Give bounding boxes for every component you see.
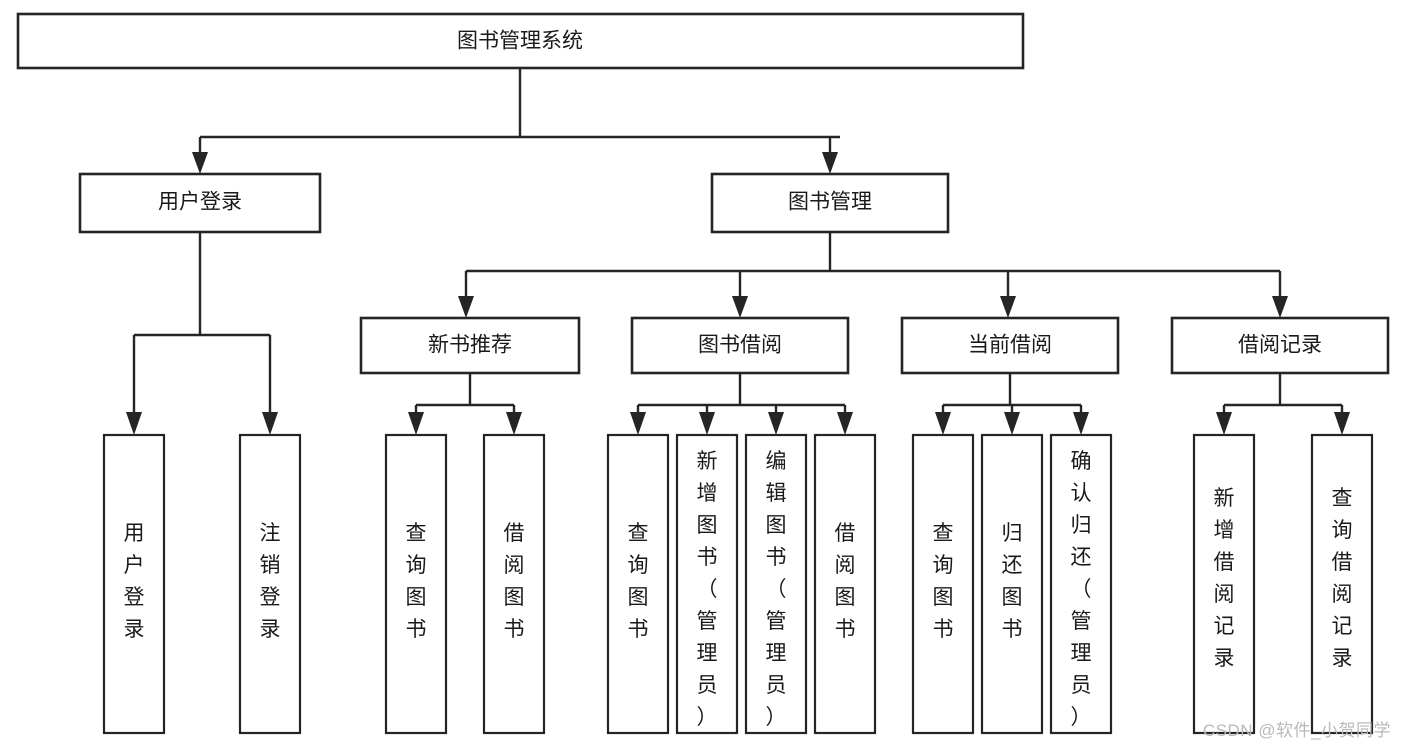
node-new-book-recommend-label: 新书推荐 [428,334,512,357]
node-current-borrow[interactable]: 当前借阅 [900,316,1120,375]
node-user-login[interactable]: 用户登录 [78,172,322,234]
node-leaf-add-book-admin-box[interactable] [675,433,739,735]
node-leaf-query-book-recommend[interactable]: 查询图书 [384,433,448,735]
arrowhead-leaf-borrow-book-recommend [506,412,522,435]
node-leaf-confirm-return-admin-box[interactable] [1049,433,1113,735]
node-book-management[interactable]: 图书管理 [710,172,950,234]
arrowhead-current-borrow [1000,296,1016,318]
arrowhead-leaf-return-book [1004,412,1020,435]
node-current-borrow-label: 当前借阅 [968,334,1052,357]
arrowhead-book-borrow [732,296,748,318]
node-book-management-box[interactable] [710,172,950,234]
arrowhead-leaf-logout [262,412,278,435]
edges-layer [126,68,1350,435]
node-leaf-logout[interactable]: 注销登录 [238,433,302,735]
node-leaf-add-borrow-record[interactable]: 新增借阅记录 [1192,433,1256,735]
node-new-book-recommend-box[interactable] [359,316,581,375]
node-leaf-confirm-return-admin[interactable]: 确认归还（管理员） [1049,433,1113,735]
node-leaf-add-book-admin-label: 新增图书（管理员） [697,450,718,729]
arrowhead-book-management [822,152,838,174]
node-leaf-borrow-book[interactable]: 借阅图书 [813,433,877,735]
node-leaf-query-borrow-record[interactable]: 查询借阅记录 [1310,433,1374,735]
node-book-management-label: 图书管理 [788,191,872,214]
node-leaf-return-book-box[interactable] [980,433,1044,735]
node-borrow-records[interactable]: 借阅记录 [1170,316,1390,375]
arrowhead-leaf-query-book-recommend [408,412,424,435]
node-user-login-box[interactable] [78,172,322,234]
arrowhead-new-book-recommend [458,296,474,318]
node-leaf-confirm-return-admin-label: 确认归还（管理员） [1071,450,1092,729]
csdn-watermark: CSDN @软件_小贺同学 [1202,721,1391,740]
node-leaf-borrow-book-box[interactable] [813,433,877,735]
node-leaf-query-book-borrow-label: 查询图书 [628,522,649,641]
node-leaf-query-book-recommend-label: 查询图书 [406,522,427,641]
node-current-borrow-box[interactable] [900,316,1120,375]
arrowhead-leaf-add-borrow-record [1216,412,1232,435]
node-leaf-query-book-borrow-box[interactable] [606,433,670,735]
node-leaf-query-book-recommend-box[interactable] [384,433,448,735]
node-book-borrow-box[interactable] [630,316,850,375]
node-leaf-logout-box[interactable] [238,433,302,735]
node-leaf-borrow-book-recommend-box[interactable] [482,433,546,735]
arrowhead-leaf-borrow-book [837,412,853,435]
node-leaf-query-book-borrow[interactable]: 查询图书 [606,433,670,735]
arrowhead-leaf-query-borrow-record [1334,412,1350,435]
arrowhead-leaf-confirm-return-admin [1073,412,1089,435]
node-leaf-query-borrow-record-box[interactable] [1310,433,1374,735]
node-leaf-user-login[interactable]: 用户登录 [102,433,166,735]
arrowhead-user-login [192,152,208,174]
node-leaf-add-borrow-record-label: 新增借阅记录 [1214,487,1235,670]
node-leaf-edit-book-admin-label: 编辑图书（管理员） [766,450,787,729]
node-user-login-label: 用户登录 [158,191,242,214]
nodes-layer: 图书管理系统 用户登录 图书管理 新书推荐 图书借阅 [16,12,1390,735]
node-leaf-query-book-current-label: 查询图书 [933,522,954,641]
arrowhead-leaf-edit-book-admin [768,412,784,435]
node-leaf-add-borrow-record-box[interactable] [1192,433,1256,735]
node-leaf-query-book-current-box[interactable] [911,433,975,735]
node-borrow-records-box[interactable] [1170,316,1390,375]
node-leaf-query-book-current[interactable]: 查询图书 [911,433,975,735]
node-leaf-borrow-book-recommend-label: 借阅图书 [504,522,525,641]
node-leaf-borrow-book-recommend[interactable]: 借阅图书 [482,433,546,735]
node-borrow-records-label: 借阅记录 [1238,334,1322,357]
node-book-borrow[interactable]: 图书借阅 [630,316,850,375]
node-root-box[interactable] [16,12,1025,70]
node-root[interactable]: 图书管理系统 [16,12,1025,70]
node-new-book-recommend[interactable]: 新书推荐 [359,316,581,375]
node-leaf-logout-label: 注销登录 [260,522,281,641]
arrowhead-leaf-query-book-current [935,412,951,435]
node-leaf-user-login-box[interactable] [102,433,166,735]
node-leaf-borrow-book-label: 借阅图书 [835,522,856,641]
arrowhead-leaf-user-login [126,412,142,435]
node-leaf-return-book[interactable]: 归还图书 [980,433,1044,735]
node-leaf-return-book-label: 归还图书 [1002,522,1023,641]
node-leaf-add-book-admin[interactable]: 新增图书（管理员） [675,433,739,735]
node-leaf-edit-book-admin[interactable]: 编辑图书（管理员） [744,433,808,735]
arrowhead-leaf-query-book-borrow [630,412,646,435]
node-leaf-user-login-label: 用户登录 [124,522,145,641]
node-leaf-query-borrow-record-label: 查询借阅记录 [1332,487,1353,670]
node-leaf-edit-book-admin-box[interactable] [744,433,808,735]
node-root-label: 图书管理系统 [457,30,583,53]
arrowhead-leaf-add-book-admin [699,412,715,435]
node-book-borrow-label: 图书借阅 [698,334,782,357]
arrowhead-borrow-records [1272,296,1288,318]
